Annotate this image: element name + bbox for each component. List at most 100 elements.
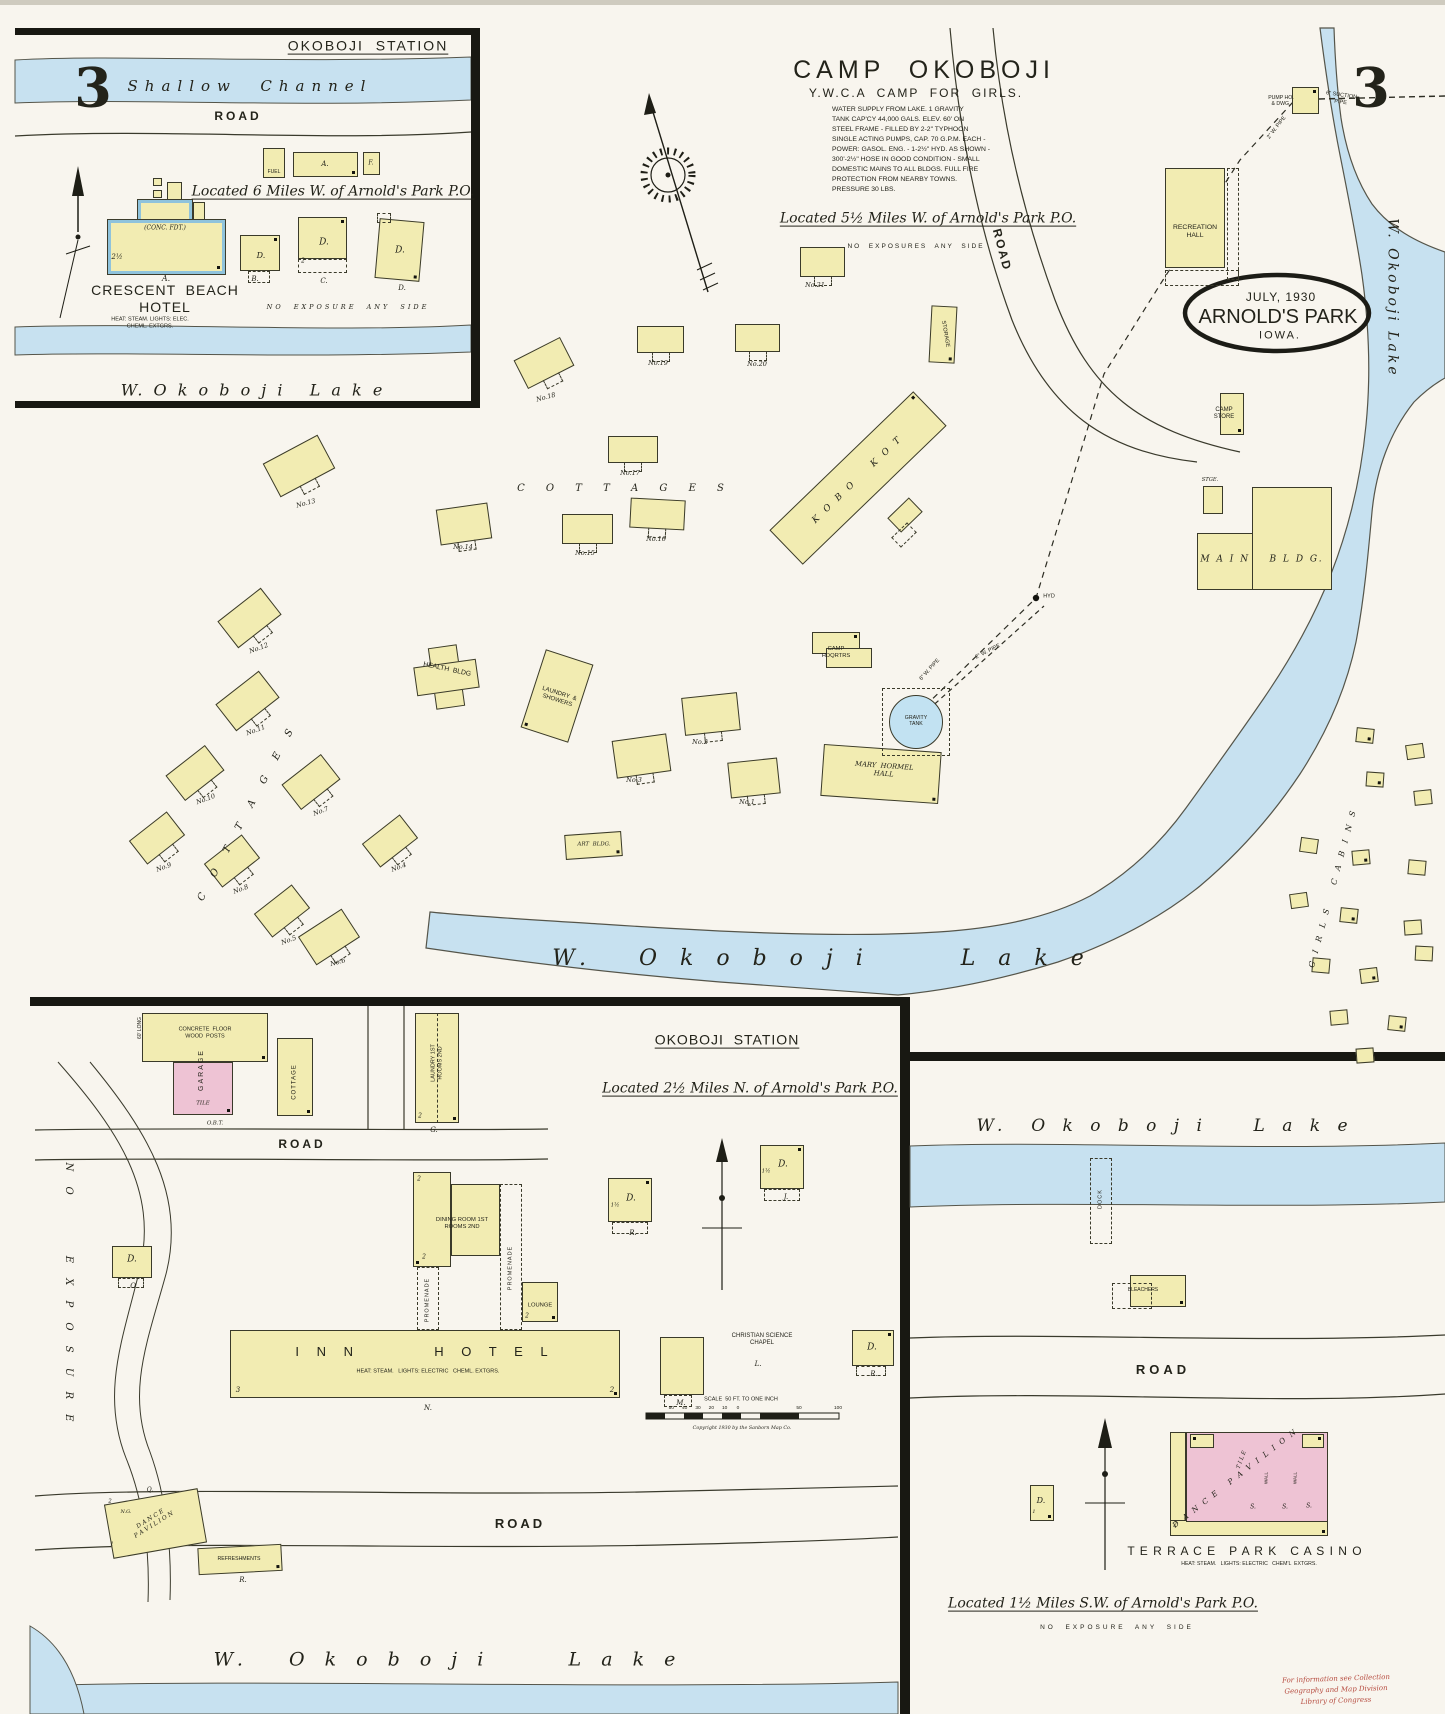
station-road-upper-line-1	[34, 1128, 549, 1131]
crescent-inset-border-right	[471, 28, 480, 408]
casino-s1: S.	[1250, 1503, 1256, 1511]
dining-room-east	[451, 1184, 500, 1256]
oval-date: JULY, 1930	[1245, 289, 1317, 304]
cottage-5	[253, 884, 311, 938]
lounge-2: 2	[525, 1312, 529, 1320]
main-bldg-west	[1197, 533, 1253, 590]
dance-pavilion-q: Q.	[146, 1486, 154, 1494]
laundry-2: 2	[418, 1112, 422, 1120]
conc-fdt-label: (CONC. FDT.)	[144, 224, 186, 232]
terrace-dock	[1090, 1158, 1112, 1244]
crescent-hotel-details: HEAT: STEAM. LIGHTS: ELEC. CHEML. EXTGRS…	[111, 316, 189, 329]
inn-hotel	[230, 1330, 620, 1398]
station-laundry-ext	[437, 1013, 459, 1123]
crescent-a-building	[293, 152, 358, 177]
dwelling-c-2: 2	[301, 257, 305, 265]
girls-cabin-3	[1365, 771, 1385, 788]
crescent-dwelling-b-stoop	[248, 271, 270, 283]
scale-tick-100: 100	[833, 1406, 843, 1412]
camp-note-5: POWER: GASOL. ENG. - 1-2½" HYD. AS SHOWN…	[832, 145, 991, 153]
station-dwelling-j-stoop	[764, 1189, 800, 1201]
camp-store-label: CAMP STORE	[1213, 406, 1235, 420]
station-dwelling-o-stoop	[118, 1278, 144, 1288]
girls-cabin-15	[1387, 1015, 1407, 1032]
station-inset-border-top	[30, 997, 910, 1006]
recreation-hall-ext-right	[1227, 168, 1239, 280]
cottage-14	[435, 502, 493, 552]
cottage-6-label: No.6	[329, 956, 347, 969]
north-arrow-crescent	[59, 166, 91, 319]
garage-label: GARAGE	[197, 1049, 205, 1091]
casino-s2: S.	[1282, 1503, 1288, 1511]
dining-room-west	[413, 1172, 451, 1267]
lounge	[522, 1282, 558, 1322]
dwelling-d-d: D.	[395, 245, 405, 256]
camp-note-7: DOMESTIC MAINS TO ALL BLDGS. FULL FIRE	[832, 165, 979, 173]
stamp-line-3: Library of Congress	[1300, 1695, 1372, 1707]
terrace-lake-label: W. O k o b o j i L a k e	[976, 1115, 1354, 1136]
lounge-label: LOUNGE	[527, 1302, 553, 1309]
girls-cabin-2	[1405, 742, 1425, 761]
cottage-13-label: No.13	[295, 496, 317, 510]
cottage-21-label: No.21	[805, 281, 825, 290]
chapel-sub-m: M.	[676, 1398, 686, 1407]
casino-corner-ne	[1302, 1434, 1324, 1448]
hyd-label: HYD	[1043, 593, 1055, 600]
fuel-label: FUEL	[267, 169, 281, 175]
inn-3: 3	[235, 1385, 241, 1394]
dance-pavilion-2: 2	[108, 1498, 112, 1505]
camp-road-line-1	[949, 27, 1198, 463]
crescent-dwelling-b	[240, 235, 280, 271]
casino-s3: S.	[1306, 1502, 1312, 1510]
cottage-18-label: No.18	[535, 390, 557, 404]
cottage-14-label: No.14	[453, 543, 473, 552]
cottage-21	[800, 247, 845, 286]
cottage-16	[629, 497, 686, 539]
dwelling-d-sub: D.	[398, 283, 406, 292]
inset-divider-vertical	[900, 997, 910, 1714]
dock-label: DOCK	[1097, 1189, 1104, 1209]
main-bldg-east	[1252, 487, 1332, 590]
terrace-lake-water	[909, 1142, 1445, 1208]
station-road-lower-line-1	[34, 1485, 899, 1497]
casino-corner-nw	[1190, 1434, 1214, 1448]
main-bldg-label: M A I N B L D G.	[1200, 554, 1324, 565]
girls-cabin-12	[1359, 966, 1379, 985]
cottage-1-label: No.1	[739, 798, 755, 807]
camp-note-2: TANK CAP'CY 44,000 GALS. ELEV. 60' ON	[832, 115, 965, 123]
cottages-center-label: C O T T A G E S	[517, 483, 733, 494]
cottage-12	[217, 587, 282, 649]
camp-exposures: NO EXPOSURES ANY SIDE	[847, 243, 985, 251]
cottage-20	[735, 324, 780, 361]
cottage-12-label: No.12	[248, 641, 270, 656]
casino-details: HEAT: STEAM. LIGHTS: ELECTRIC CHEM'L EXT…	[1181, 1560, 1317, 1567]
dwelling-b-d: D.	[256, 251, 266, 261]
gravity-tank-yard	[882, 688, 950, 756]
terrace-road-line-1	[909, 1334, 1445, 1340]
pump-house-label: PUMP HO. & DWG.	[1268, 94, 1294, 107]
scale-tick-50: 50	[796, 1406, 802, 1412]
casino-strip-south	[1170, 1520, 1328, 1536]
dwelling-b-sub: B.	[251, 274, 259, 283]
scale-bar	[645, 1412, 840, 1420]
cottage-9-label: No.9	[154, 860, 173, 874]
camp-subtitle: Y.W.C.A CAMP FOR GIRLS.	[808, 85, 1024, 100]
terrace-located: Located 1½ Miles S.W. of Arnold's Park P…	[948, 1595, 1258, 1612]
cottage-3-label: No.3	[626, 776, 642, 785]
station-dwelling-r2	[852, 1330, 894, 1366]
bleachers-label: BLEACHERS	[1127, 1287, 1159, 1293]
inn-hotel-details: HEAT: STEAM. LIGHTS: ELECTRIC CHEML. EXT…	[356, 1368, 500, 1375]
girls-cabin-13	[1414, 945, 1434, 962]
camp-note-9: PRESSURE 30 LBS.	[832, 185, 896, 193]
station-dwelling-r2-stoop	[856, 1366, 886, 1376]
pipe-2w-lower: 2" W. PIPE	[974, 642, 1002, 661]
dwelling-o-d: D.	[127, 1254, 137, 1265]
title-oval	[1182, 272, 1372, 354]
promenade-east	[500, 1184, 522, 1330]
dwelling-r2-d: D.	[867, 1342, 877, 1353]
gravity-tank-label: GRAVITY TANK	[904, 714, 928, 727]
crescent-exposure: NO EXPOSURE ANY SIDE	[266, 303, 430, 312]
